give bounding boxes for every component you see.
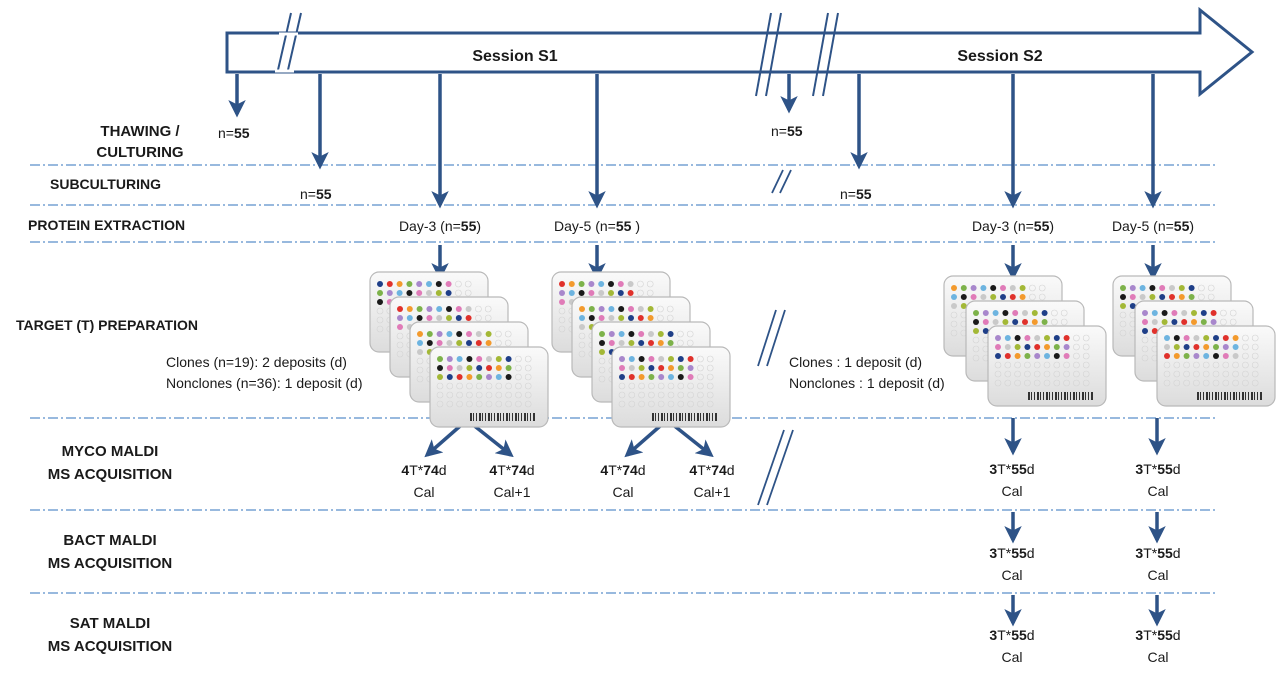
s1-acq-3-cal: Cal — [612, 484, 633, 500]
s1-acq-1-cal: Cal — [413, 484, 434, 500]
s1-acq-1: 4T*74d — [401, 462, 446, 478]
s2-acquisitions: 3T*55d Cal 3T*55d Cal 3T*55d Cal 3T*55d … — [989, 461, 1180, 665]
stage-target-preparation: TARGET (T) PREPARATION — [16, 317, 198, 333]
stage-protein-extraction: PROTEIN EXTRACTION — [28, 217, 185, 233]
stage-thawing-line1: THAWING / — [100, 123, 180, 140]
deposit-notes: Clones (n=19): 2 deposits (d) Nonclones … — [166, 354, 945, 391]
s1-acq-2: 4T*74d — [489, 462, 534, 478]
stage-labels: THAWING / CULTURING SUBCULTURING PROTEIN… — [16, 123, 198, 655]
stage-bact-line1: BACT MALDI — [63, 532, 156, 549]
s1-acq-4-cal: Cal+1 — [694, 484, 731, 500]
s1-nonclones-note: Nonclones (n=36): 1 deposit (d) — [166, 375, 363, 391]
target-plate — [1156, 325, 1276, 407]
stage-myco-line1: MYCO MALDI — [62, 443, 159, 460]
s2-bact-cal-2: Cal — [1147, 567, 1168, 583]
s1-myco-acquisitions: 4T*74d Cal 4T*74d Cal+1 4T*74d Cal 4T*74… — [401, 462, 734, 500]
sample-counts: n=55 n=55 n=55 n=55 — [218, 123, 872, 202]
s1-acq-2-cal: Cal+1 — [494, 484, 531, 500]
s2-sat-acq-2: 3T*55d — [1135, 627, 1180, 643]
s2-myco-acq-1: 3T*55d — [989, 461, 1034, 477]
stage-sat-line2: MS ACQUISITION — [48, 638, 172, 655]
target-plates — [369, 271, 1276, 428]
s2-thaw-count: n=55 — [771, 123, 803, 139]
stage-subculturing: SUBCULTURING — [50, 176, 161, 192]
s1-sub-count: n=55 — [300, 186, 332, 202]
s2-nonclones-note: Nonclones : 1 deposit (d) — [789, 375, 945, 391]
s1-acq-4: 4T*74d — [689, 462, 734, 478]
timeline-arrow — [225, 6, 1255, 98]
s2-myco-cal-1: Cal — [1001, 483, 1022, 499]
s2-myco-acq-2: 3T*55d — [1135, 461, 1180, 477]
timeline-break-1 — [275, 12, 302, 73]
s1-thaw-count: n=55 — [218, 125, 250, 141]
session-s1-label: Session S1 — [472, 48, 557, 65]
s2-sat-cal-2: Cal — [1147, 649, 1168, 665]
s2-bact-acq-2: 3T*55d — [1135, 545, 1180, 561]
s1-clones-note: Clones (n=19): 2 deposits (d) — [166, 354, 347, 370]
s2-bact-acq-1: 3T*55d — [989, 545, 1034, 561]
s2-sat-acq-1: 3T*55d — [989, 627, 1034, 643]
stage-myco-line2: MS ACQUISITION — [48, 466, 172, 483]
day-labels: Day-3 (n=55) Day-5 (n=55 ) Day-3 (n=55) … — [399, 218, 1194, 234]
session-break-marks — [757, 169, 794, 506]
stage-bact-line2: MS ACQUISITION — [48, 555, 172, 572]
s2-day5-label: Day-5 (n=55) — [1112, 218, 1194, 234]
s2-clones-note: Clones : 1 deposit (d) — [789, 354, 922, 370]
s1-day3-label: Day-3 (n=55) — [399, 218, 481, 234]
session-s2-label: Session S2 — [957, 48, 1042, 65]
s1-day5-label: Day-5 (n=55 ) — [554, 218, 640, 234]
stage-thawing-line2: CULTURING — [96, 144, 183, 161]
s1-acq-3: 4T*74d — [600, 462, 645, 478]
s2-myco-cal-2: Cal — [1147, 483, 1168, 499]
s2-sat-cal-1: Cal — [1001, 649, 1022, 665]
stage-sat-line1: SAT MALDI — [70, 615, 151, 632]
target-plate — [987, 325, 1107, 407]
s2-bact-cal-1: Cal — [1001, 567, 1022, 583]
s2-sub-count: n=55 — [840, 186, 872, 202]
target-plate — [429, 346, 549, 428]
s2-day3-label: Day-3 (n=55) — [972, 218, 1054, 234]
timeline-break-2 — [755, 12, 839, 97]
target-plate — [611, 346, 731, 428]
